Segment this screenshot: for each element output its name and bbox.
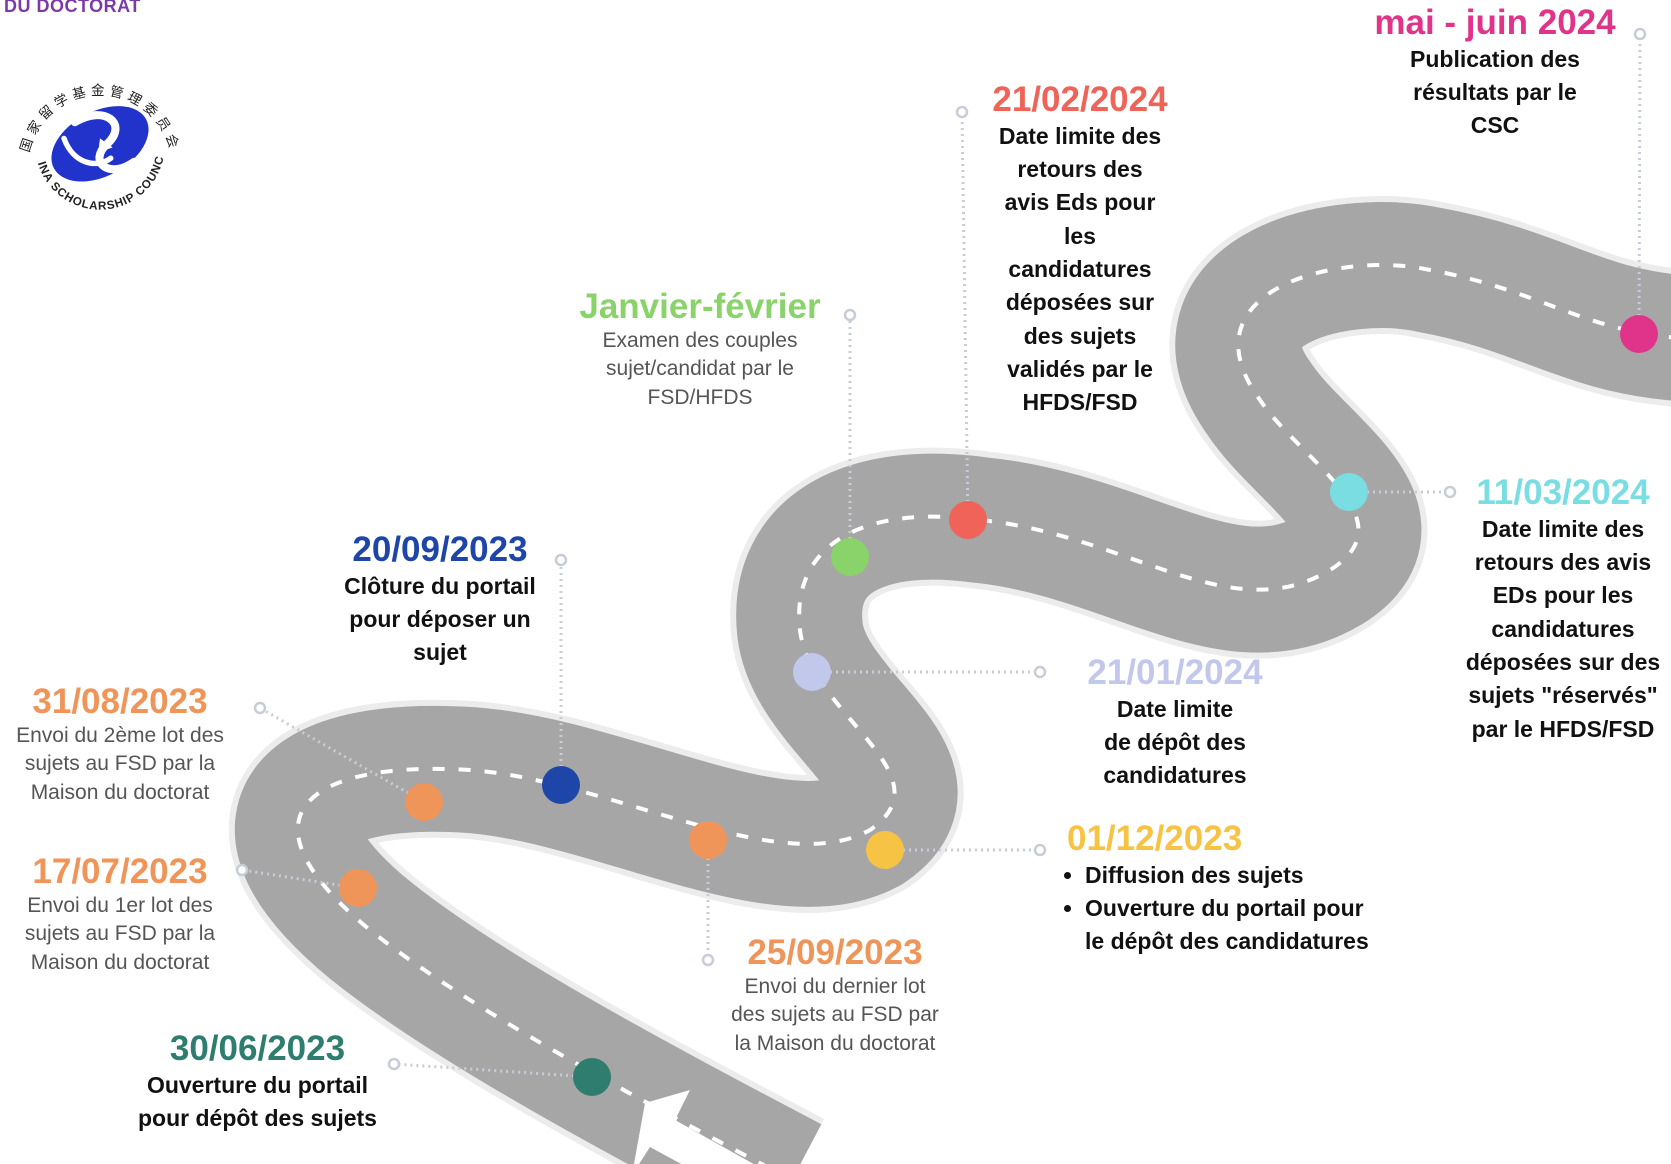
milestone-line: Date limite des: [998, 122, 1162, 149]
milestone-m7: 21/01/2024 Date limite de dépôt des cand…: [1055, 653, 1295, 793]
milestone-date: 21/01/2024: [1087, 653, 1263, 692]
milestone-m3: 31/08/2023 Envoi du 2ème lot des sujets …: [0, 682, 240, 807]
connector-end-m7: [1033, 665, 1047, 679]
milestone-line: des sujets: [1023, 322, 1137, 349]
connector-end-m4: [554, 553, 568, 567]
milestone-line: avis Eds pour: [1004, 189, 1156, 216]
connector-end-m10: [1443, 485, 1457, 499]
milestone-line: sujets au FSD par la: [24, 922, 216, 946]
connector-end-m2: [235, 863, 249, 877]
milestone-dot-m1: [573, 1058, 611, 1096]
milestone-line: sujets "réservés": [1468, 682, 1658, 709]
connector-end-m5: [701, 953, 715, 967]
milestone-line: candidatures: [1491, 615, 1635, 642]
milestone-line: Date limite: [1116, 695, 1234, 722]
milestone-bullet-item: Ouverture du portail pour le dépôt des c…: [1085, 892, 1375, 959]
milestone-line: Date limite des: [1481, 515, 1645, 542]
connector-end-m8: [843, 308, 857, 322]
milestone-line: Publication des: [1410, 45, 1580, 72]
milestone-line: candidatures: [1008, 255, 1152, 282]
milestone-line: pour déposer un: [349, 605, 531, 632]
connector-end-m6: [1033, 843, 1047, 857]
milestone-m9: 21/02/2024 Date limite des retours des a…: [970, 80, 1190, 420]
milestone-line: déposées sur des: [1465, 648, 1661, 675]
milestone-m11: mai - juin 2024 Publication des résultat…: [1350, 3, 1640, 143]
logo-emblem-icon: [51, 106, 149, 182]
milestone-line: Maison du doctorat: [30, 780, 210, 804]
connector-line-m9: [960, 111, 970, 521]
milestone-line: Examen des couples: [602, 328, 798, 352]
connector-end-m1: [387, 1057, 401, 1071]
connector-end-m11: [1633, 27, 1647, 41]
milestone-dot-m5: [689, 821, 727, 859]
milestone-dot-m3: [405, 783, 443, 821]
milestone-m4: 20/09/2023 Clôture du portail pour dépos…: [320, 530, 560, 670]
milestone-m2: 17/07/2023 Envoi du 1er lot des sujets a…: [0, 852, 240, 977]
milestone-date: 20/09/2023: [352, 530, 528, 569]
milestone-line: résultats par le: [1413, 78, 1577, 105]
connector-end-m9: [955, 105, 969, 119]
milestone-line: validés par le: [1007, 355, 1153, 382]
milestone-line: Maison du doctorat: [30, 950, 210, 974]
milestone-date: 30/06/2023: [169, 1029, 346, 1068]
milestone-date: Janvier-février: [579, 287, 821, 326]
milestone-date: 17/07/2023: [32, 852, 208, 891]
milestone-dot-m11: [1620, 315, 1658, 353]
milestone-line: retours des avis: [1474, 548, 1652, 575]
csc-logo: 国家留学基金管理委员会 CHINA SCHOLARSHIP COUNCIL: [10, 52, 178, 213]
milestone-dot-m2: [339, 869, 377, 907]
milestone-m10: 11/03/2024 Date limite des retours des a…: [1455, 473, 1671, 746]
milestone-line: déposées sur: [1005, 289, 1155, 316]
milestone-m5: 25/09/2023 Envoi du dernier lot des suje…: [715, 933, 955, 1058]
milestone-line: sujets au FSD par la: [24, 752, 216, 776]
milestone-line: HFDS/FSD: [1022, 389, 1138, 416]
milestone-dot-m6: [866, 831, 904, 869]
milestone-m6: 01/12/2023 Diffusion des sujets Ouvertur…: [1055, 819, 1375, 959]
milestone-m1: 30/06/2023 Ouverture du portail pour dép…: [120, 1029, 395, 1135]
milestone-dot-m9: [949, 501, 987, 539]
milestone-line: Ouverture du portail: [146, 1071, 369, 1098]
milestone-line: des sujets au FSD par: [731, 1003, 939, 1027]
milestone-date: 01/12/2023: [1067, 819, 1243, 858]
milestone-date: mai - juin 2024: [1374, 3, 1616, 42]
milestone-date: 31/08/2023: [32, 682, 208, 721]
milestone-line: Clôture du portail: [344, 572, 536, 599]
milestone-line: EDs pour les: [1492, 582, 1634, 609]
milestone-dot-m7: [793, 653, 831, 691]
milestone-line: de dépôt des: [1104, 728, 1246, 755]
milestone-line: la Maison du doctorat: [734, 1031, 936, 1055]
header-title: DU DOCTORAT: [4, 0, 141, 16]
milestone-line: pour dépôt des sujets: [138, 1104, 377, 1131]
milestone-line: Envoi du dernier lot: [744, 974, 926, 998]
milestone-bullet-list: Diffusion des sujets Ouverture du portai…: [1055, 859, 1375, 959]
milestone-m8: Janvier-février Examen des couples sujet…: [565, 287, 835, 412]
milestone-dot-m4: [542, 766, 580, 804]
milestone-line: les: [1064, 222, 1096, 249]
milestone-date: 11/03/2024: [1476, 473, 1650, 512]
milestone-dot-m10: [1330, 473, 1368, 511]
milestone-line: Envoi du 2ème lot des: [16, 723, 224, 747]
milestone-line: par le HFDS/FSD: [1471, 715, 1655, 742]
road-dashes: [296, 263, 1671, 1164]
milestone-date: 25/09/2023: [747, 933, 923, 972]
milestone-line: FSD/HFDS: [647, 385, 753, 409]
milestone-line: sujet: [413, 639, 467, 666]
milestone-date: 21/02/2024: [992, 80, 1168, 119]
connector-line-m2: [241, 868, 359, 890]
milestone-line: candidatures: [1103, 762, 1247, 789]
milestone-line: Envoi du 1er lot des: [27, 893, 213, 917]
connector-line-m11: [1637, 33, 1642, 335]
direction-arrow-icon: [633, 1090, 754, 1164]
milestone-line: sujet/candidat par le: [606, 357, 794, 381]
connector-end-m3: [253, 701, 267, 715]
connector-line-m3: [259, 706, 425, 804]
milestone-dot-m8: [831, 538, 869, 576]
milestone-bullet-item: Diffusion des sujets: [1085, 859, 1375, 892]
milestone-line: CSC: [1470, 112, 1520, 139]
milestone-line: retours des: [1017, 155, 1143, 182]
